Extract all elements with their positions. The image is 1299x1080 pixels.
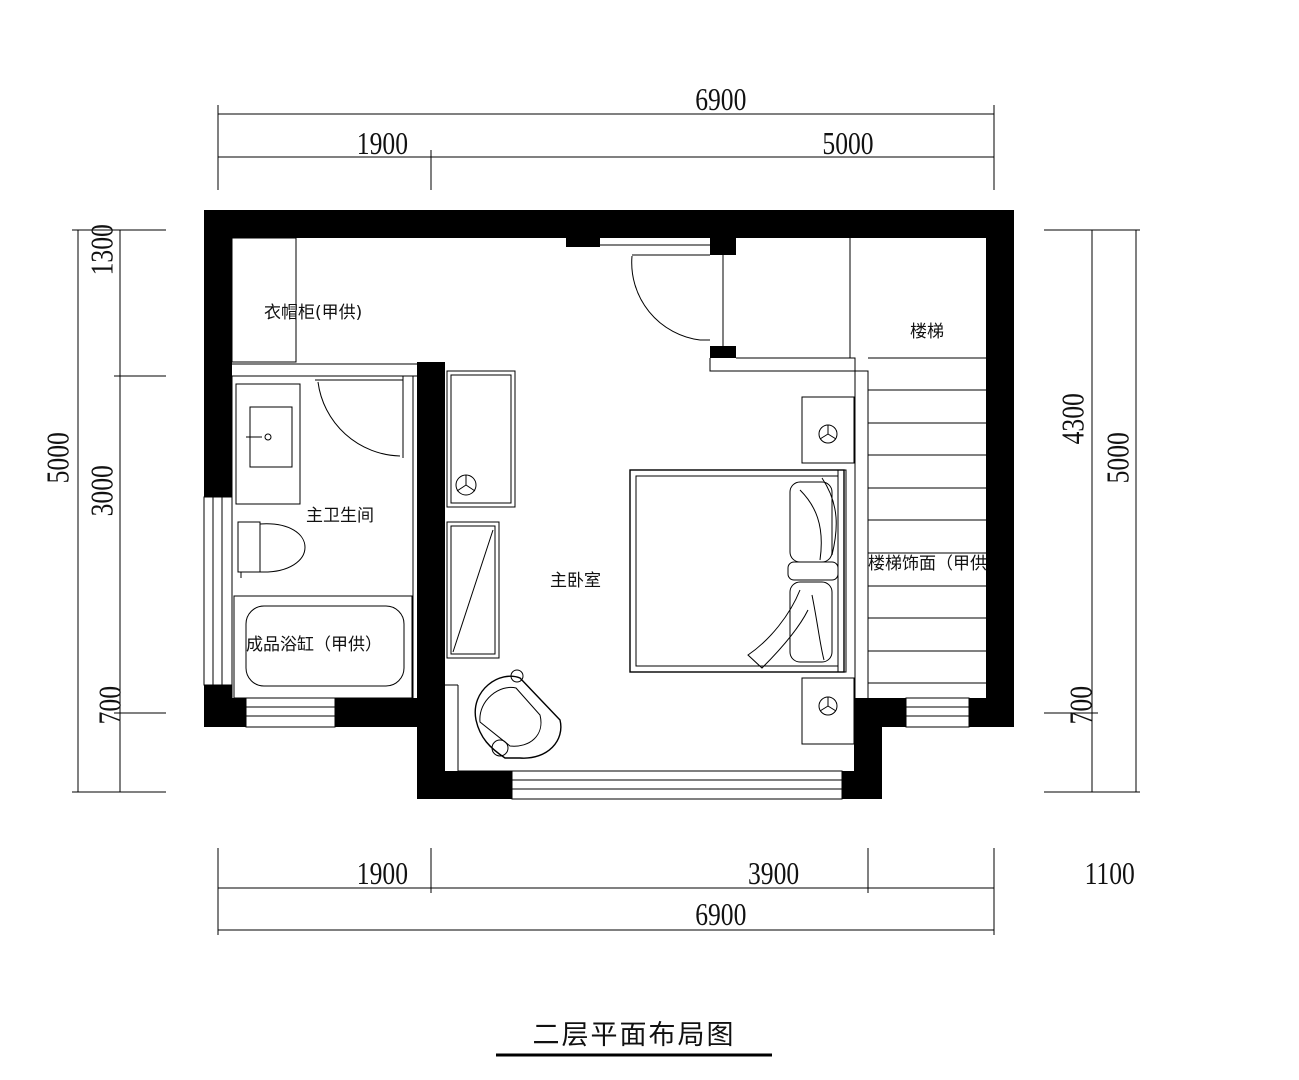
bedside-table-bottom [801, 677, 855, 745]
plan-title: 二层平面布局图 [533, 1020, 736, 1051]
dim-top-total: 6900 [695, 82, 746, 117]
label-wardrobe: 衣帽柜(甲供) [264, 303, 362, 323]
wall-overlay [986, 545, 1014, 585]
dim-bottom-mid: 3900 [748, 856, 799, 891]
bedside-table-top [801, 396, 855, 464]
dimension-lines [72, 105, 1140, 935]
interior-lines [231, 238, 986, 772]
sink [235, 383, 301, 505]
label-bathtub: 成品浴缸（甲供） [246, 634, 382, 655]
dim-right-upper: 4300 [1056, 393, 1091, 444]
windows [203, 496, 970, 800]
dresser [446, 521, 500, 659]
walls [204, 210, 1014, 799]
label-bedroom: 主卧室 [550, 571, 601, 591]
dim-left-mid: 3000 [85, 465, 120, 516]
room-labels: 衣帽柜(甲供) 楼梯 主卫生间 主卧室 成品浴缸（甲供） 楼梯饰面（甲供） [246, 303, 1004, 655]
label-stair-finish: 楼梯饰面（甲供） [868, 554, 1004, 574]
dim-top-right: 5000 [822, 126, 873, 161]
label-stairs: 楼梯 [910, 322, 944, 342]
toilet [237, 521, 306, 578]
bed [629, 469, 847, 673]
dim-left-bottom: 700 [93, 686, 128, 724]
dim-left-top: 1300 [85, 224, 120, 275]
doors [315, 254, 710, 457]
wardrobe [231, 237, 297, 363]
dim-bottom-left: 1900 [357, 856, 408, 891]
dim-top-left: 1900 [357, 126, 408, 161]
dim-left-total: 5000 [41, 432, 76, 483]
bathtub [233, 595, 413, 699]
label-bathroom: 主卫生间 [306, 506, 374, 526]
dim-right-bottom: 700 [1064, 686, 1099, 724]
dim-right-total: 5000 [1101, 432, 1136, 483]
dimension-labels: 6900 1900 5000 1900 3900 1100 6900 5000 … [41, 82, 1136, 932]
side-cabinet [446, 370, 516, 508]
dim-bottom-right: 1100 [1085, 856, 1135, 891]
armchair [474, 669, 562, 759]
drawing-title: 二层平面布局图 [496, 1020, 772, 1057]
dim-bottom-total: 6900 [695, 897, 746, 932]
